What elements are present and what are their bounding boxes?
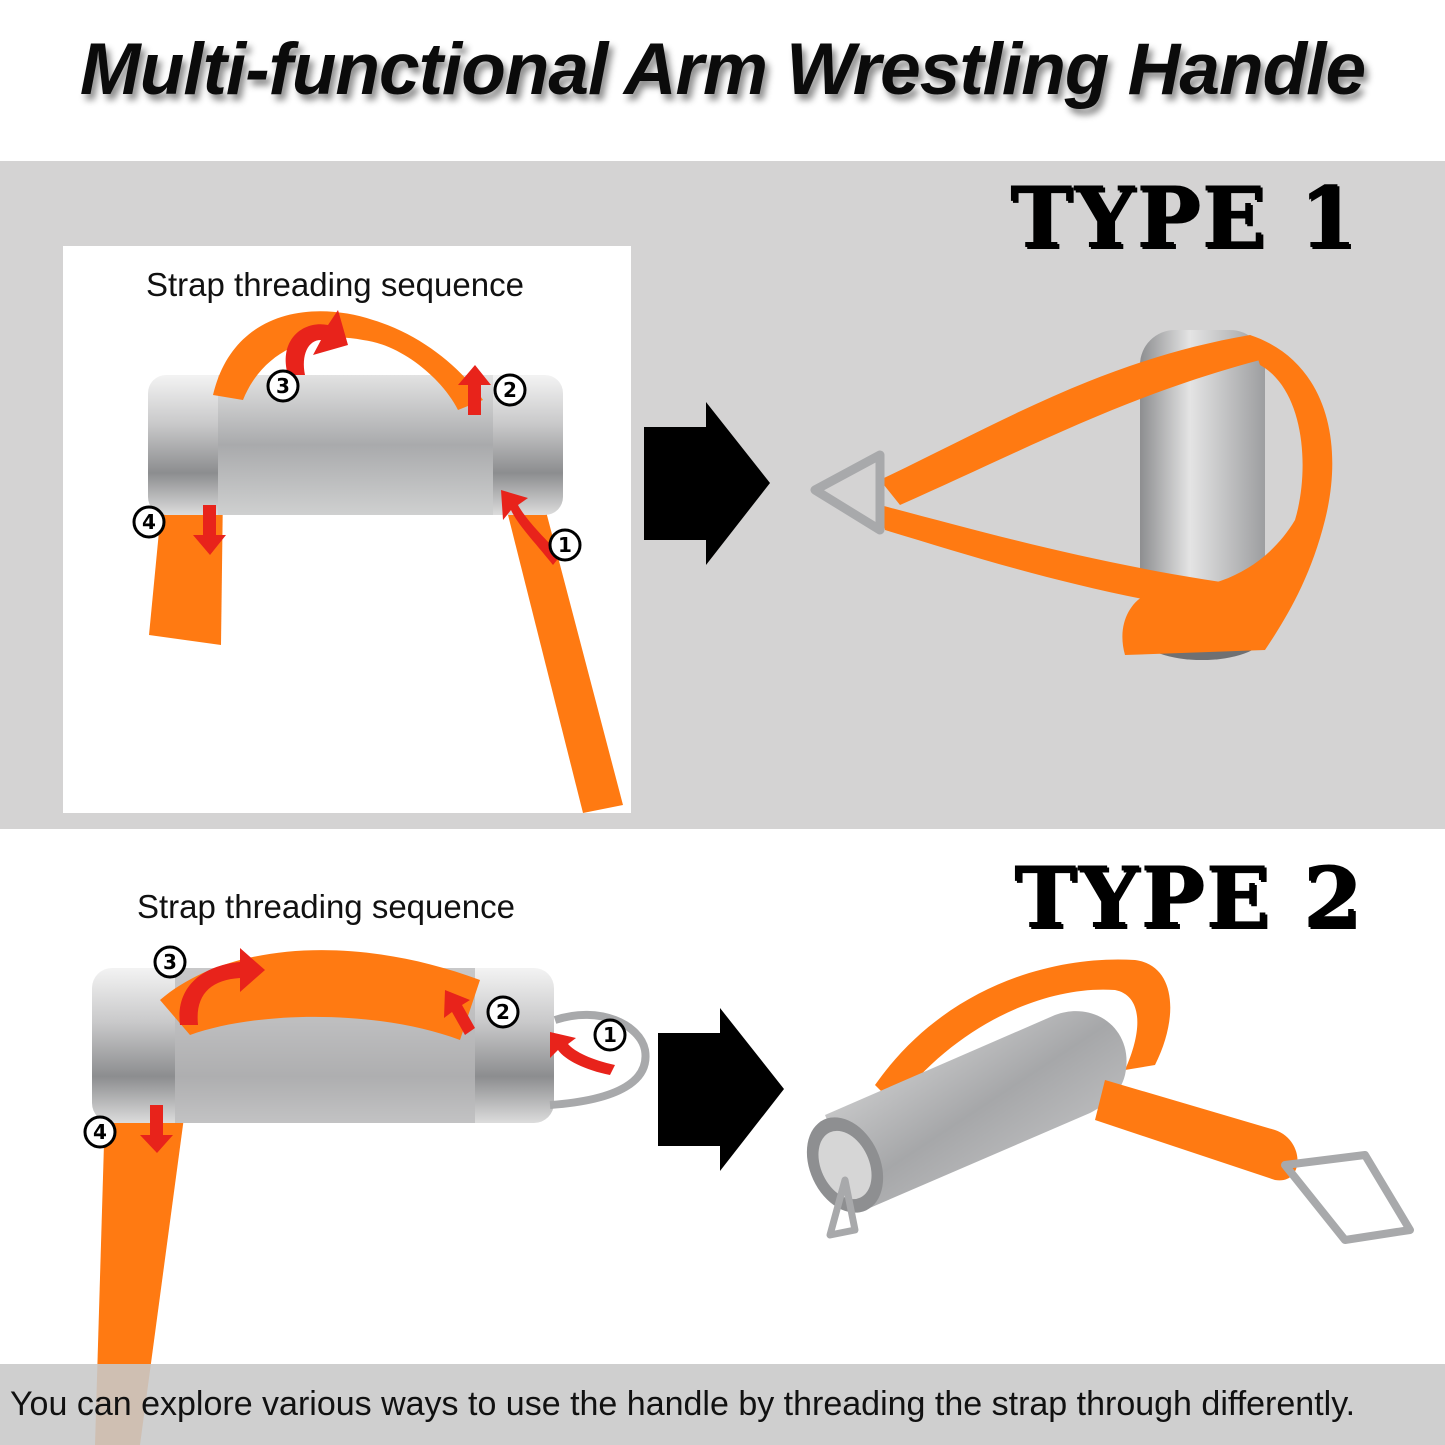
- step-number-badge: 1: [548, 528, 582, 562]
- step-number-badge: 1: [593, 1018, 627, 1052]
- svg-text:4: 4: [93, 1120, 107, 1144]
- step-number-badge: 3: [153, 945, 187, 979]
- step-number-badge: 3: [266, 369, 300, 403]
- type1-sequence-illustration: 1 2 3 4: [132, 310, 623, 813]
- right-arrow-icon: [644, 402, 770, 565]
- svg-text:1: 1: [603, 1023, 617, 1047]
- carabiner-icon: [1281, 1151, 1414, 1244]
- type1-caption: Strap threading sequence: [146, 266, 524, 303]
- type2-sequence-illustration: 1 2 3 4: [83, 945, 650, 1445]
- step-number-badge: 2: [486, 995, 520, 1029]
- type1-label: TYPE 1: [1010, 168, 1360, 267]
- svg-text:3: 3: [163, 950, 177, 974]
- svg-text:2: 2: [496, 1000, 510, 1024]
- right-arrow-icon: [658, 1008, 784, 1171]
- type2-label: TYPE 2: [1014, 848, 1364, 947]
- footer-text: You can explore various ways to use the …: [10, 1385, 1356, 1423]
- step-number-badge: 2: [493, 373, 527, 407]
- carabiner-icon: [810, 450, 885, 535]
- page-title: Multi-functional Arm Wrestling Handle: [79, 29, 1366, 110]
- svg-text:4: 4: [142, 510, 156, 534]
- footer-banner: [0, 1364, 1445, 1445]
- svg-text:3: 3: [276, 374, 290, 398]
- type1-result-illustration: [810, 330, 1333, 660]
- step-number-badge: 4: [83, 1115, 117, 1149]
- carabiner-icon: [549, 1010, 650, 1109]
- carabiner-icon: [826, 1176, 859, 1239]
- step-number-badge: 4: [132, 505, 166, 539]
- type2-caption: Strap threading sequence: [137, 888, 515, 925]
- svg-text:2: 2: [503, 378, 517, 402]
- type2-result-illustration: [806, 959, 1414, 1244]
- svg-text:1: 1: [558, 533, 572, 557]
